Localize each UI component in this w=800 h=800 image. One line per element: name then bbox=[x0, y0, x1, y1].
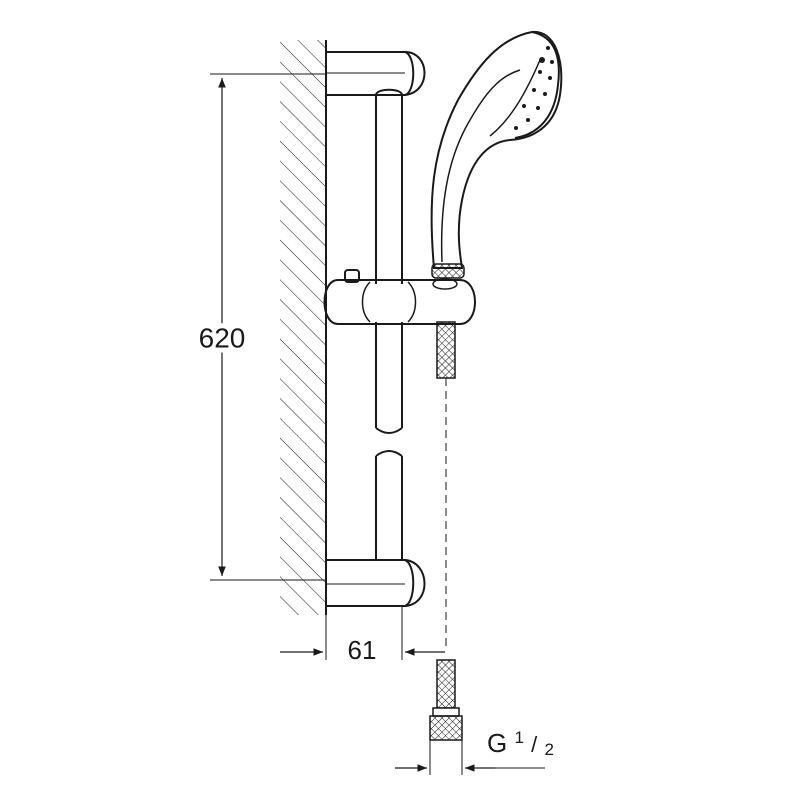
hand-shower bbox=[430, 30, 563, 279]
thread-slash: / bbox=[531, 732, 538, 757]
thread-denominator: 2 bbox=[545, 740, 554, 759]
shower-hose-upper bbox=[436, 321, 456, 650]
shower-hose-lower bbox=[429, 659, 463, 741]
thread-numerator: 1 bbox=[514, 728, 523, 747]
slide-rail bbox=[375, 88, 403, 560]
thread-label: G 1 / 2 bbox=[487, 719, 554, 759]
depth-dimension: 61 bbox=[280, 606, 445, 665]
slider-holder bbox=[323, 269, 476, 325]
thread-main: G bbox=[487, 728, 514, 758]
bottom-bracket bbox=[326, 559, 426, 607]
thread-dimension: G 1 / 2 bbox=[395, 719, 554, 775]
wall-section bbox=[280, 40, 327, 615]
height-value: 620 bbox=[199, 322, 246, 353]
depth-value: 61 bbox=[348, 635, 377, 665]
top-bracket bbox=[326, 51, 426, 96]
height-dimension: 620 bbox=[194, 73, 326, 581]
spray-face bbox=[514, 46, 554, 130]
